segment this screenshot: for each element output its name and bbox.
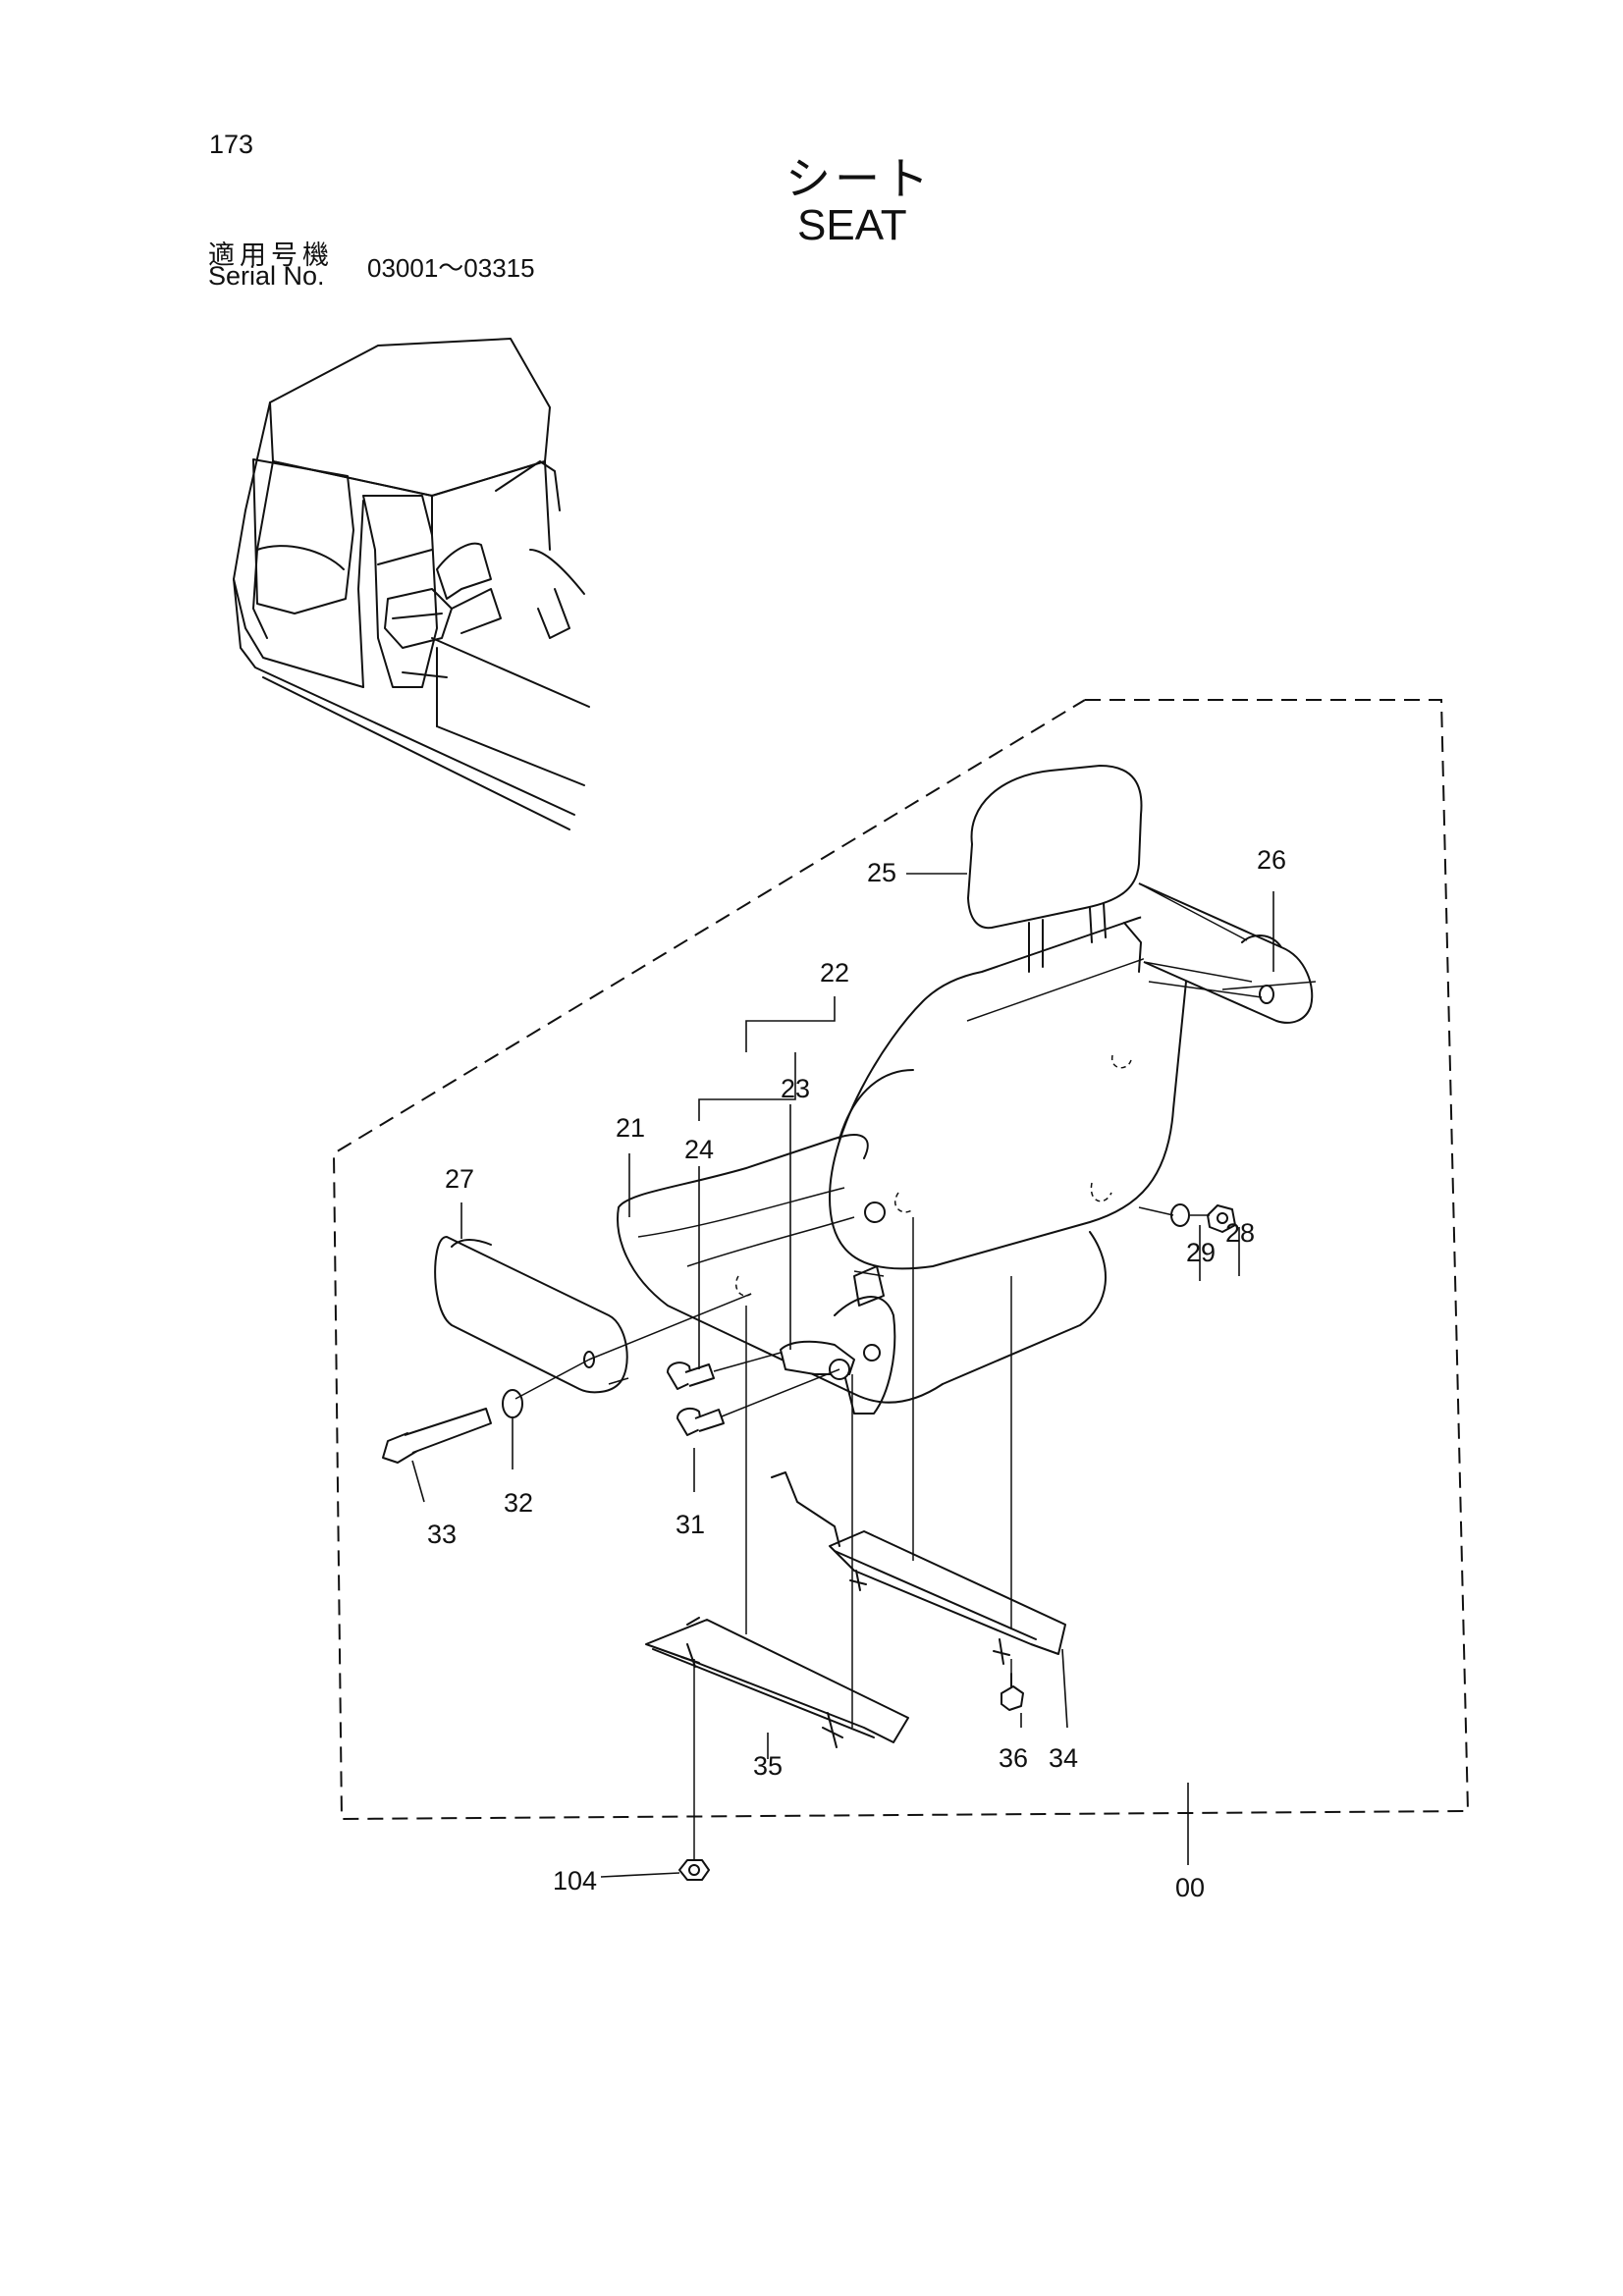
- nut-part-28: [1207, 1204, 1236, 1233]
- seat-cushion-part-21: [617, 1069, 1107, 1415]
- title-english: SEAT: [797, 201, 907, 249]
- callout-36: 36: [999, 1743, 1028, 1773]
- armrest-left-part-27: [434, 1236, 628, 1394]
- callout-26: 26: [1257, 845, 1286, 875]
- recline-lever-part-23: [780, 1340, 881, 1380]
- headrest-part-25: [967, 765, 1143, 973]
- seat-rail-part-34: [771, 1471, 1066, 1665]
- cab-overview-illustration: [233, 338, 590, 830]
- leader-lines: [411, 873, 1274, 1878]
- assembly-lines: [514, 882, 1317, 1860]
- callout-22: 22: [820, 958, 849, 988]
- callout-31: 31: [676, 1510, 705, 1539]
- callout-104: 104: [553, 1866, 597, 1896]
- callout-28: 28: [1225, 1218, 1255, 1248]
- callout-27: 27: [445, 1164, 474, 1194]
- seat-rail-part-35: [645, 1617, 909, 1748]
- serial-range: 03001～03315: [367, 253, 535, 283]
- serial-label-english: Serial No.: [208, 261, 325, 291]
- callout-23: 23: [781, 1074, 810, 1103]
- callout-25: 25: [867, 858, 896, 887]
- callout-34: 34: [1049, 1743, 1078, 1773]
- armrest-right-part-26: [1138, 882, 1314, 1024]
- callout-29: 29: [1186, 1238, 1216, 1267]
- page-number: 173: [209, 130, 254, 159]
- hinge-bracket: [853, 1265, 885, 1307]
- washer-part-29: [1170, 1203, 1190, 1227]
- assembly-boundary: [332, 699, 1470, 1821]
- back-bushing: [864, 1201, 886, 1223]
- callout-32: 32: [504, 1488, 533, 1518]
- nut-part-104: [678, 1859, 710, 1881]
- title-japanese: シート: [785, 152, 933, 205]
- callout-33: 33: [427, 1520, 457, 1549]
- bolt-part-33: [382, 1408, 492, 1464]
- bolt-part-24: [667, 1362, 715, 1390]
- serial-label-japanese: 適用号機: [208, 240, 334, 271]
- callout-24: 24: [684, 1135, 714, 1164]
- bolt-part-31: [676, 1407, 725, 1436]
- callout-labels: 00 21 22 23 24 25 26 27 28 29 31 32 33 3…: [427, 845, 1286, 1902]
- callout-21: 21: [616, 1113, 645, 1143]
- bolt-part-36: [1001, 1673, 1024, 1711]
- callout-00: 00: [1175, 1873, 1205, 1902]
- washer-part-32: [502, 1389, 523, 1418]
- callout-35: 35: [753, 1751, 783, 1781]
